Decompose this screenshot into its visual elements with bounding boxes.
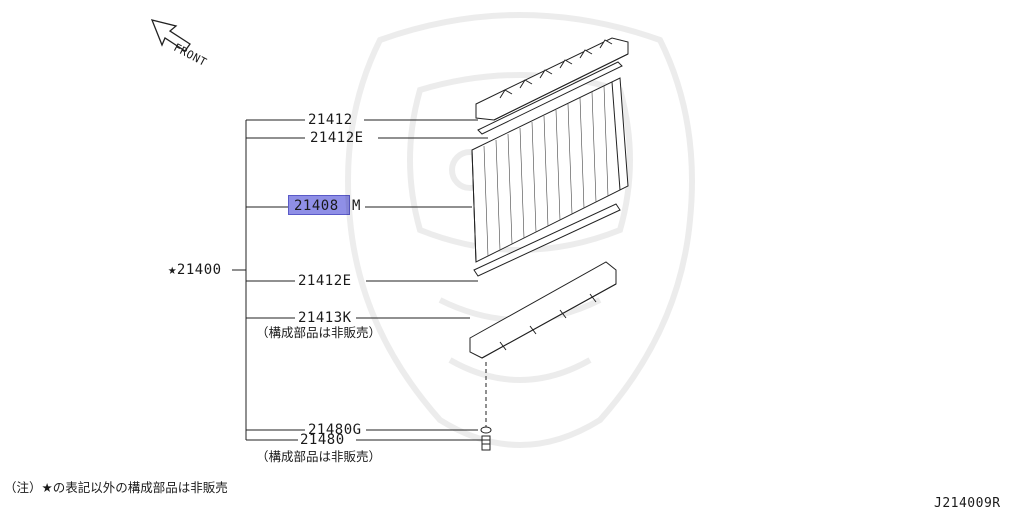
part-21480-note: （構成部品は非販売）	[256, 449, 382, 464]
front-arrow-icon	[150, 19, 191, 52]
drain-washer-part	[480, 426, 492, 434]
part-number-21412e-bottom[interactable]: 21412E	[298, 273, 352, 289]
diagram-code: J214009R	[934, 496, 1001, 511]
part-number-21413k[interactable]: 21413K	[298, 310, 352, 326]
radiator-core-fins	[483, 85, 609, 257]
upper-seal-part	[477, 61, 623, 135]
footnote: （注）★の表記以外の構成部品は非販売	[4, 480, 228, 495]
selected-part-highlight	[288, 195, 350, 215]
part-number-21400[interactable]: ★21400	[168, 262, 222, 278]
drain-plug-part	[481, 435, 491, 451]
part-21413k-note: （構成部品は非販売）	[256, 325, 382, 340]
leader-bracket	[232, 119, 305, 441]
part-leader-lines	[356, 119, 488, 441]
part-number-21408[interactable]: 21408	[294, 198, 339, 214]
part-number-21480[interactable]: 21480	[300, 432, 345, 448]
part-number-21480g[interactable]: 21480G	[308, 422, 362, 438]
part-suffix-m: M	[352, 198, 361, 214]
part-number-21412[interactable]: 21412	[308, 112, 353, 128]
part-number-21412e-top[interactable]: 21412E	[310, 130, 364, 146]
lower-tank-part	[469, 261, 617, 359]
lower-seal-part	[473, 203, 621, 277]
upper-tank-part	[475, 37, 629, 121]
